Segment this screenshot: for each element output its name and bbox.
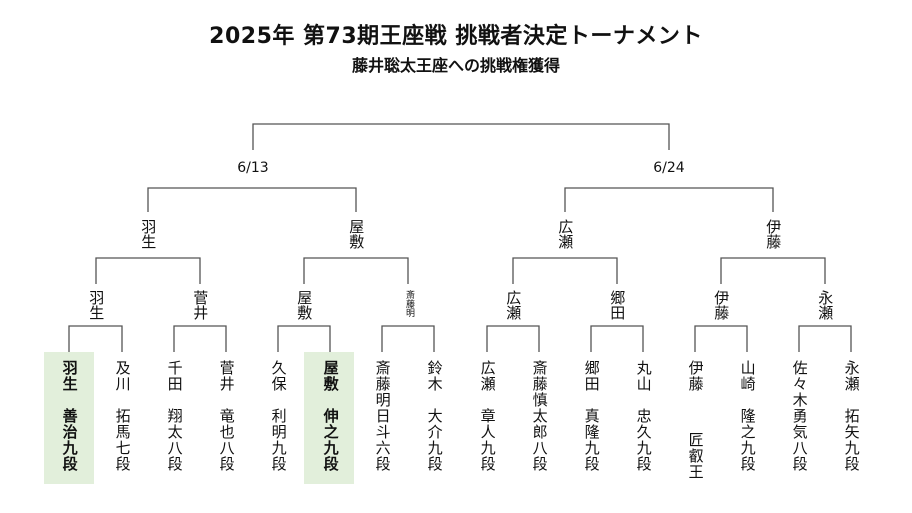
round1-winner: 伊藤	[712, 290, 731, 320]
player-name: 伊藤匠叡王	[686, 360, 705, 480]
player-name: 斎藤慎太郎八段	[530, 360, 549, 472]
player-name: 菅井竜也八段	[217, 360, 236, 472]
finalist-highlight	[44, 352, 94, 484]
page-title: 2025年 第73期王座戦 挑戦者決定トーナメント	[209, 24, 703, 49]
round2-winner: 屋敷	[347, 219, 366, 249]
bracket-round1-line	[68, 325, 123, 352]
round1-winner: 郷田	[608, 290, 627, 320]
bracket-round1-line	[486, 325, 540, 352]
round2-winner: 伊藤	[764, 219, 783, 249]
player-name: 久保利明九段	[269, 360, 288, 472]
player-name: 永瀬拓矢九段	[842, 360, 861, 472]
round2-winner: 広瀬	[556, 219, 575, 249]
round1-winner: 菅井	[191, 290, 210, 320]
round1-winner: 羽生	[87, 290, 106, 320]
player-name: 丸山忠久九段	[634, 360, 653, 472]
finalist-highlight	[304, 352, 354, 484]
player-name: 斎藤明日斗六段	[373, 360, 392, 472]
player-name: 千田翔太八段	[165, 360, 184, 472]
semifinal-date-left: 6/13	[237, 160, 269, 176]
player-name: 佐々木勇気八段	[790, 360, 809, 472]
bracket-round1-line	[173, 325, 227, 352]
bracket-final-line	[252, 123, 670, 150]
player-name: 羽生善治九段	[60, 360, 79, 472]
bracket-round2-line	[512, 257, 618, 284]
player-name: 鈴木大介九段	[425, 360, 444, 472]
bracket-round1-line	[798, 325, 852, 352]
bracket-round1-line	[694, 325, 748, 352]
player-name: 広瀬章人九段	[478, 360, 497, 472]
round1-winner: 広瀬	[504, 290, 523, 320]
round1-winner: 永瀬	[816, 290, 835, 320]
bracket-semifinal-line	[564, 187, 774, 212]
bracket-semifinal-line	[147, 187, 357, 212]
bracket-round1-line	[381, 325, 435, 352]
page-subtitle: 藤井聡太王座への挑戦権獲得	[351, 56, 560, 75]
bracket-round2-line	[303, 257, 409, 284]
player-name: 屋敷伸之九段	[321, 360, 340, 472]
bracket-round1-line	[590, 325, 644, 352]
player-name: 及川拓馬七段	[113, 360, 132, 472]
bracket-round1-line	[277, 325, 331, 352]
round1-winner: 斎藤明	[403, 290, 414, 317]
round1-winner: 屋敷	[295, 290, 314, 320]
round2-winner: 羽生	[139, 219, 158, 249]
player-name: 山崎隆之九段	[738, 360, 757, 472]
player-name: 郷田真隆九段	[582, 360, 601, 472]
semifinal-date-right: 6/24	[653, 160, 685, 176]
bracket-round2-line	[95, 257, 201, 284]
bracket-round2-line	[720, 257, 826, 284]
